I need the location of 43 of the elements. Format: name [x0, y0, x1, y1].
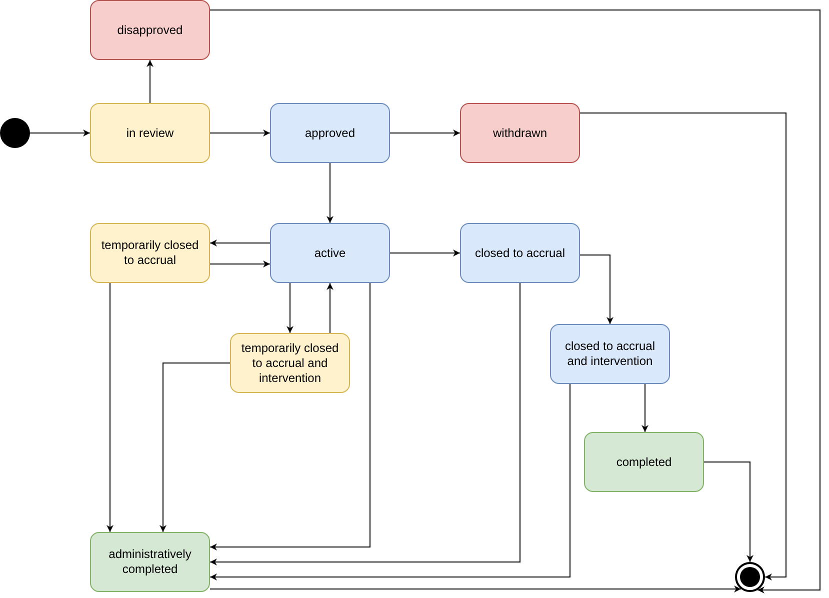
- transition-arrow: [210, 384, 570, 580]
- transition-arrow: [210, 260, 270, 268]
- state-box: [90, 103, 210, 163]
- transition-arrow: [146, 60, 154, 104]
- state-label: closed to accrual: [474, 246, 566, 260]
- transition-arrow: [580, 112, 786, 580]
- transition-arrow: [210, 130, 270, 136]
- transition-arrow: [642, 384, 648, 432]
- transition-arrow: [210, 282, 520, 566]
- transition-arrow: [326, 282, 334, 334]
- state-box: [230, 333, 350, 393]
- state-label: administratively completed: [108, 547, 192, 577]
- transition-arrow: [210, 586, 742, 592]
- state-box: [460, 223, 580, 283]
- state-box: [90, 223, 210, 283]
- transition-arrow: [580, 254, 614, 324]
- state-label: approved: [304, 126, 356, 140]
- transition-arrow: [106, 282, 114, 532]
- state-label: temporarily closed to accrual and intervention: [240, 340, 340, 386]
- transition-arrow: [704, 462, 754, 562]
- state-box: [460, 103, 580, 163]
- transition-arrow: [160, 362, 230, 532]
- state-box: [270, 223, 390, 283]
- transition-arrow: [390, 130, 460, 136]
- state-box: [584, 432, 704, 492]
- transition-arrow: [210, 10, 820, 594]
- transition-arrow: [326, 162, 334, 224]
- state-label: withdrawn: [492, 126, 548, 140]
- state-label: closed to accrual and intervention: [564, 339, 656, 369]
- state-box: [90, 532, 210, 592]
- transition-arrow: [286, 282, 294, 334]
- state-box: [550, 324, 670, 384]
- transition-arrow: [390, 250, 460, 256]
- state-label: in review: [126, 126, 174, 140]
- transition-arrow: [210, 240, 270, 246]
- transition-arrow: [30, 130, 90, 136]
- state-label: disapproved: [117, 22, 183, 38]
- state-box: [90, 0, 210, 60]
- transition-arrow: [210, 282, 370, 550]
- state-label: temporarily closed to accrual: [100, 238, 200, 268]
- state-label: completed: [616, 454, 672, 470]
- state-label: active: [314, 246, 346, 260]
- state-box: [270, 103, 390, 163]
